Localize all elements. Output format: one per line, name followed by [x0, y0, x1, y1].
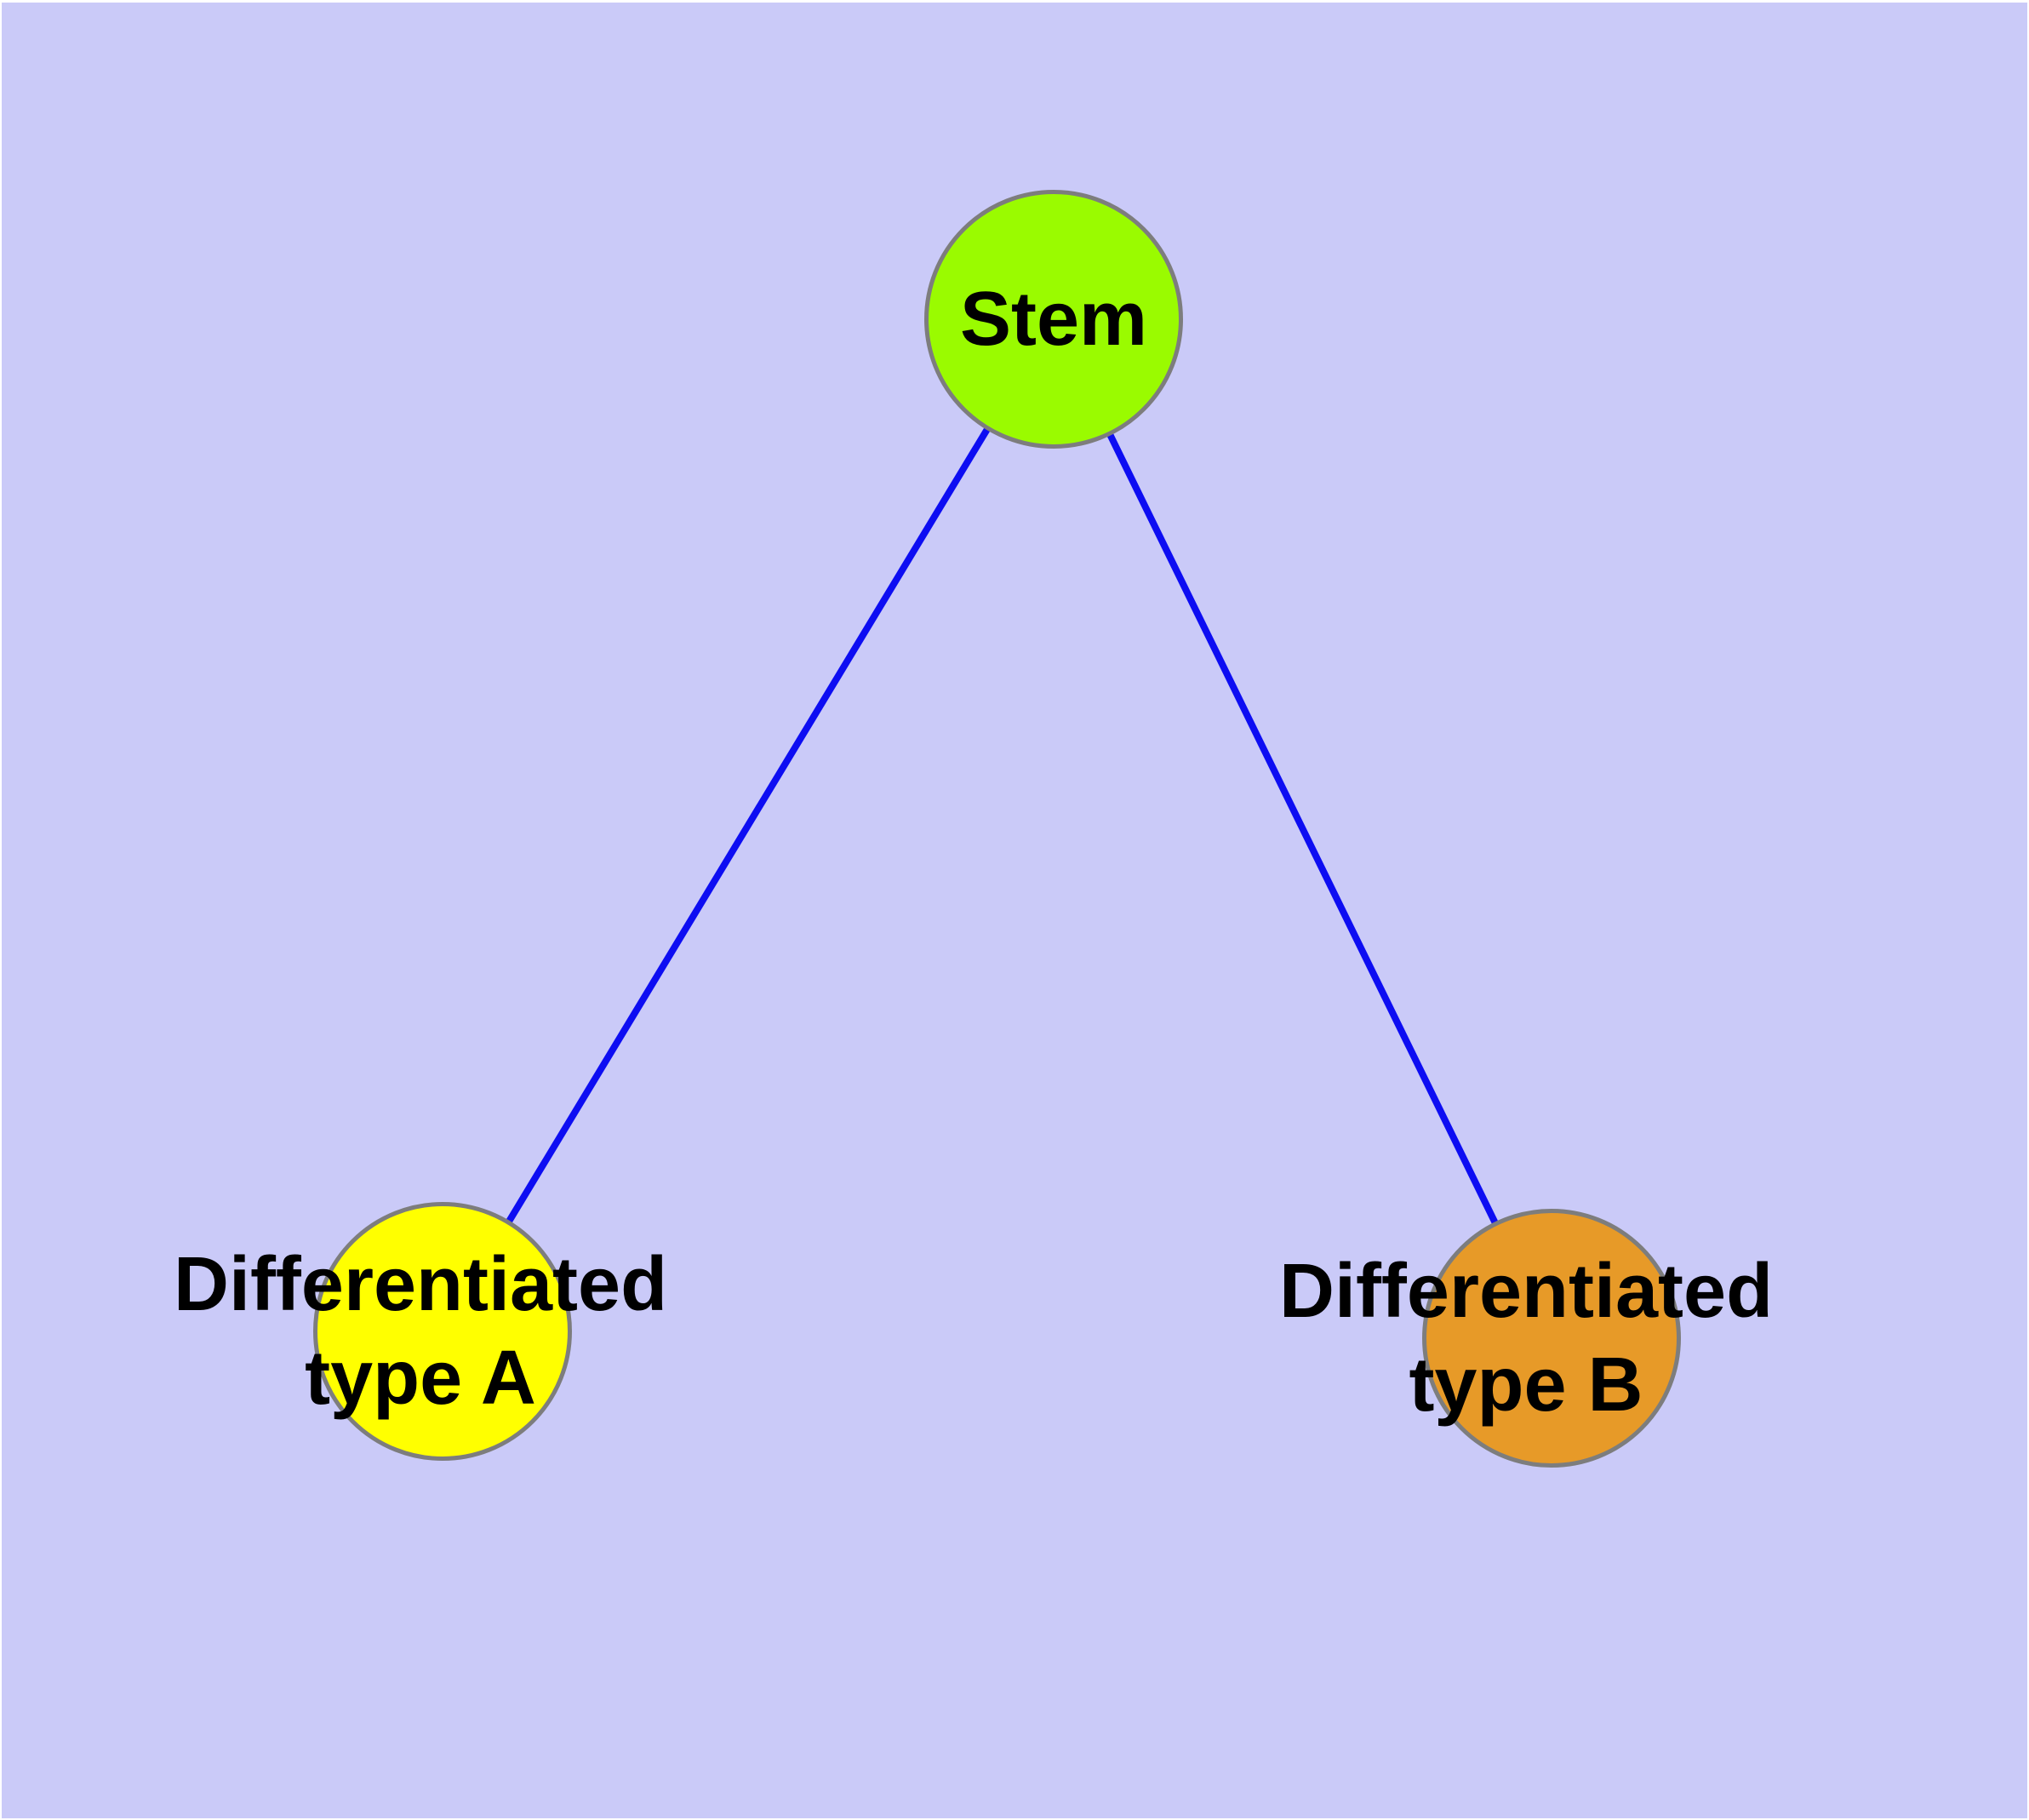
node-stem-label: Stem [959, 277, 1148, 362]
node-differentiated-type-b-label: Differentiated type B [1278, 1249, 1774, 1428]
graph-canvas: Stem Differentiated type A Differentiate… [2, 3, 2027, 1818]
node-differentiated-type-a-label: Differentiated type A [173, 1242, 668, 1421]
node-differentiated-type-a-circle [313, 1202, 572, 1461]
node-stem-circle [924, 190, 1183, 449]
edge-stem-to-type-a [439, 317, 1057, 1334]
node-differentiated-type-b-circle [1422, 1209, 1681, 1468]
edge-stem-to-type-b [1050, 318, 1555, 1340]
